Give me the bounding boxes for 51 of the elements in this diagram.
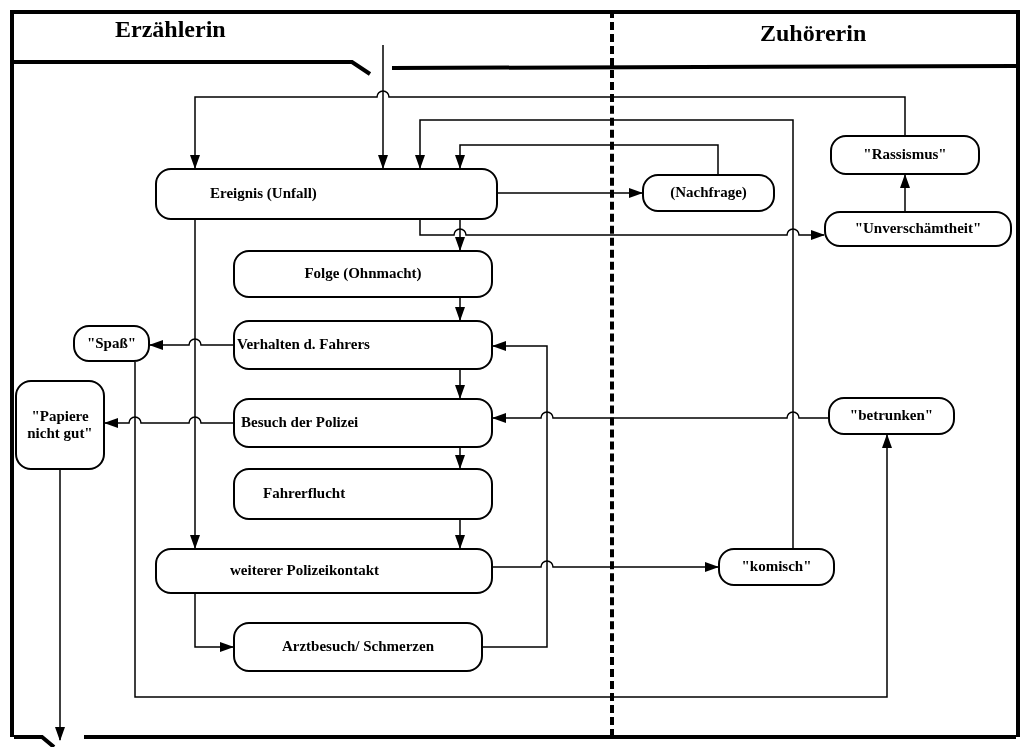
lane-header: Erzählerin — [115, 16, 226, 43]
node-label: Folge (Ohnmacht) — [304, 265, 422, 283]
rounded-box — [233, 468, 493, 520]
rounded-box — [718, 548, 835, 586]
node-label: Ereignis (Unfall) — [210, 185, 317, 203]
rounded-box — [642, 174, 775, 212]
rounded-box — [155, 548, 493, 594]
node-label: Fahrerflucht — [263, 485, 346, 503]
arrow — [900, 174, 910, 212]
arrow — [415, 119, 794, 549]
arrow — [455, 144, 719, 175]
node-label: weiterer Polizeikontakt — [230, 562, 379, 580]
rounded-box — [233, 250, 493, 298]
arrow — [149, 338, 234, 350]
node-label: "betrunken" — [849, 407, 934, 425]
node-label: Arztbesuch/ Schmerzen — [281, 638, 435, 656]
arrow — [455, 219, 465, 251]
arrow — [455, 447, 465, 469]
arrow — [104, 416, 234, 428]
node-label: "Spaß" — [86, 334, 137, 353]
arrow — [482, 341, 548, 648]
rounded-box — [830, 135, 980, 175]
arrow — [194, 593, 234, 652]
rounded-box — [233, 320, 493, 370]
arrow — [455, 519, 465, 549]
node-label: (Nachfrage) — [670, 184, 747, 202]
arrow — [134, 361, 892, 698]
node-label: "komisch" — [741, 558, 812, 576]
rounded-box — [73, 325, 150, 362]
node-label: "Unverschämtheit" — [854, 220, 982, 238]
rounded-box — [233, 622, 483, 672]
arrow — [492, 411, 829, 423]
arrow — [497, 188, 643, 198]
arrow — [492, 560, 719, 572]
node-label: "Papiere nicht gut" — [26, 407, 94, 443]
node-label: Verhalten d. Fahrers — [237, 336, 370, 354]
rounded-box — [15, 380, 105, 470]
node-label: Besuch der Polizei — [241, 414, 359, 432]
arrow — [190, 90, 906, 169]
swimlane — [10, 10, 614, 737]
lane-header: Zuhörerin — [760, 20, 867, 47]
rounded-box — [155, 168, 498, 220]
rounded-box — [828, 397, 955, 435]
node-label: "Rassismus" — [863, 146, 947, 164]
arrow — [378, 44, 388, 169]
arrow — [190, 219, 200, 549]
rounded-box — [824, 211, 1012, 247]
arrow — [55, 469, 65, 741]
arrow — [455, 369, 465, 399]
arrow — [455, 297, 465, 321]
rounded-box — [233, 398, 493, 448]
